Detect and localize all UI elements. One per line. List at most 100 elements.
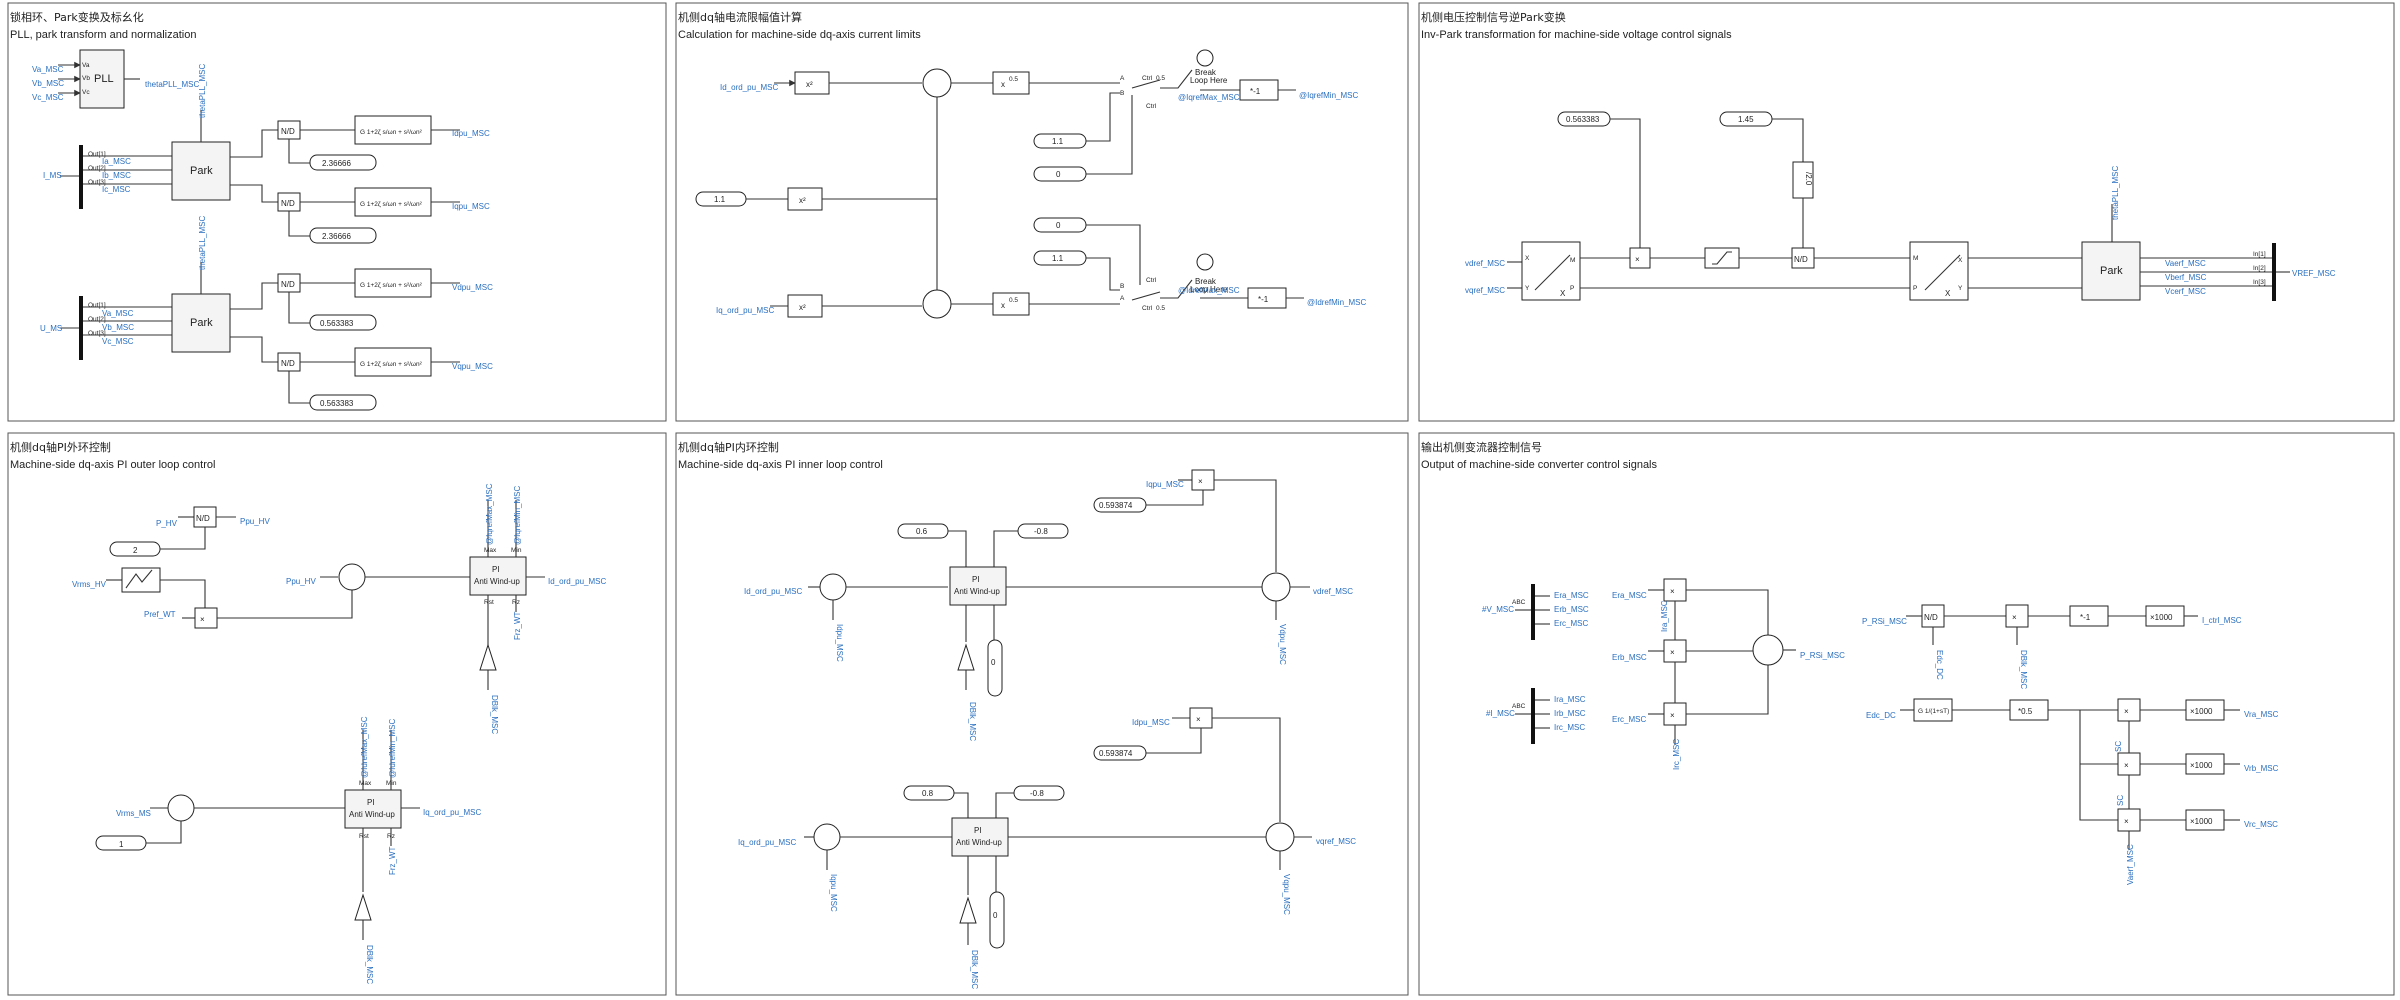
bus-label: #I_MSC	[1486, 709, 1515, 718]
svg-text:Ctrl: Ctrl	[1146, 103, 1157, 110]
signal-label: DBlk_MSC	[490, 695, 499, 734]
signal-label: Vb_MSC	[102, 323, 134, 332]
svg-text:G 1+2ζ s/ωn + s²/ωn²: G 1+2ζ s/ωn + s²/ωn²	[360, 282, 423, 289]
constant-value: 1.1	[1052, 137, 1064, 146]
divider-label: N/D	[1924, 613, 1938, 622]
signal-label: Pref_WT	[144, 610, 176, 619]
svg-text:×: ×	[1198, 477, 1203, 486]
signal-label: Frz_WT	[388, 846, 397, 875]
signal-label: Va_MSC	[102, 309, 134, 318]
svg-text:x²: x²	[799, 303, 806, 312]
inverse-park-block[interactable]: Park	[2081, 241, 2141, 301]
xy-to-polar-block[interactable]: XY X MP	[1521, 241, 1581, 301]
signal-label: Ia_MSC	[102, 157, 131, 166]
gain-value: *0.5	[2018, 707, 2033, 716]
signal-label: Iqpu_MSC	[1146, 480, 1184, 489]
panel-outer-loop[interactable]: 机侧dq轴PI外环控制 Machine-side dq-axis PI oute…	[7, 432, 667, 996]
park-block-current[interactable]: Park	[171, 141, 231, 201]
pll-port: Vc	[82, 89, 90, 96]
svg-text:G 1/(1+sT): G 1/(1+sT)	[1918, 708, 1949, 715]
signal-label: Iq_ord_pu_MSC	[716, 306, 774, 315]
svg-text:A: A	[1120, 295, 1125, 302]
signal-label: Iq_ord_pu_MSC	[423, 808, 481, 817]
panel-title-en: Machine-side dq-axis PI outer loop contr…	[10, 459, 215, 471]
signal-label: vqref_MSC	[1316, 837, 1356, 846]
svg-text:Break: Break	[1195, 277, 1217, 286]
signal-label: Idpu_MSC	[1132, 718, 1170, 727]
panel-title-cn: 输出机侧变流器控制信号	[1421, 440, 1542, 454]
signal-label: Erc_MSC	[1554, 619, 1588, 628]
summing-junction	[1261, 572, 1291, 602]
park-block-voltage[interactable]: Park	[171, 293, 231, 353]
panel-output-signals[interactable]: 输出机侧变流器控制信号 Output of machine-side conve…	[1418, 432, 2395, 996]
svg-text:×: ×	[2124, 707, 2129, 716]
bus-label: U_MS	[40, 324, 62, 333]
constant-value: 0.593874	[1099, 749, 1133, 758]
signal-label: Vb_MSC	[32, 79, 64, 88]
op-label: ×	[1635, 255, 1640, 264]
svg-text:x²: x²	[806, 80, 813, 89]
signal-label: Id_ord_pu_MSC	[744, 587, 802, 596]
signal-label: SC	[2114, 741, 2123, 752]
gain-value: *-1	[2080, 613, 2091, 622]
park-label: Park	[190, 317, 213, 329]
multiply-block	[1629, 247, 1651, 269]
panel-current-limits[interactable]: 机侧dq轴电流限幅值计算 Calculation for machine-sid…	[675, 2, 1409, 422]
svg-text:Y: Y	[1958, 285, 1963, 292]
pll-label: PLL	[94, 73, 114, 85]
summing-junction	[167, 794, 195, 822]
pi-label: Anti Wind-up	[954, 587, 1000, 596]
svg-text:P: P	[1913, 285, 1917, 292]
svg-text:X: X	[1525, 255, 1530, 262]
switch-ctrl: 0.5	[1156, 305, 1165, 312]
port-label: Rst	[359, 833, 369, 840]
signal-label: P_RSi_MSC	[1862, 617, 1907, 626]
panel-title-en: Calculation for machine-side dq-axis cur…	[678, 29, 921, 41]
pll-block[interactable]: PLL Va Vb Vc	[79, 49, 125, 109]
svg-text:M: M	[1570, 257, 1575, 264]
signal-label: @IdrefMax_MSC	[1178, 286, 1240, 295]
constant-value: 0.6	[916, 527, 928, 536]
svg-text:Loop Here: Loop Here	[1190, 76, 1228, 85]
panel-inv-park[interactable]: 机侧电压控制信号逆Park变换 Inv-Park transformation …	[1418, 2, 2395, 422]
constant-value: 1.45	[1738, 115, 1754, 124]
signal-label: Iqpu_MSC	[829, 874, 838, 912]
pi-controller-top[interactable]: PI Anti Wind-up	[469, 556, 527, 596]
svg-text:X: X	[1560, 289, 1566, 298]
constant-value: 0	[1056, 170, 1061, 179]
constant-value: 0.8	[922, 789, 934, 798]
signal-label: thetaPLL_MSC	[145, 80, 199, 89]
pll-port: Vb	[82, 75, 90, 82]
pi-controller-inner-d[interactable]: PI Anti Wind-up	[949, 566, 1007, 606]
gain-value: /2.0	[1804, 172, 1813, 186]
constant-value: 2.36666	[322, 159, 351, 168]
panel-title-cn: 锁相环、Park变换及标幺化	[10, 10, 144, 24]
polar-to-xy-block[interactable]: MP X XY	[1909, 241, 1969, 301]
switch-ctrl: 0.5	[1156, 75, 1165, 82]
multiply-block	[2117, 808, 2141, 832]
pi-controller-inner-q[interactable]: PI Anti Wind-up	[951, 817, 1009, 857]
signal-label: Vcerf_MSC	[2165, 287, 2206, 296]
svg-text:Y: Y	[1525, 285, 1530, 292]
signal-label: Vc_MSC	[102, 337, 134, 346]
constant-value: 1	[119, 840, 124, 849]
divider-label: N/D	[196, 514, 210, 523]
signal-label: @IdrefMin_MSC	[388, 719, 397, 778]
signal-label: Vc_MSC	[32, 93, 64, 102]
panel-pll-park[interactable]: 锁相环、Park变换及标幺化 PLL, park transform and n…	[7, 2, 667, 422]
bus-joiner	[2272, 243, 2276, 301]
pi-controller-bottom[interactable]: PI Anti Wind-up	[344, 789, 402, 829]
constant-value: 0	[993, 911, 998, 920]
multiply-block	[1663, 639, 1687, 663]
svg-text:×: ×	[1670, 648, 1675, 657]
panel-title-en: Output of machine-side converter control…	[1421, 459, 1658, 471]
signal-label: DBlk_MSC	[968, 702, 977, 741]
signal-label: Irc_MSC	[1672, 739, 1681, 770]
summing-junction	[1752, 634, 1784, 666]
panel-title-cn: 机侧dq轴电流限幅值计算	[678, 10, 802, 24]
park-label: Park	[190, 165, 213, 177]
svg-text:G 1+2ζ s/ωn + s²/ωn²: G 1+2ζ s/ωn + s²/ωn²	[360, 361, 423, 368]
panel-inner-loop[interactable]: 机侧dq轴PI内环控制 Machine-side dq-axis PI inne…	[675, 432, 1409, 996]
svg-text:×: ×	[2124, 761, 2129, 770]
